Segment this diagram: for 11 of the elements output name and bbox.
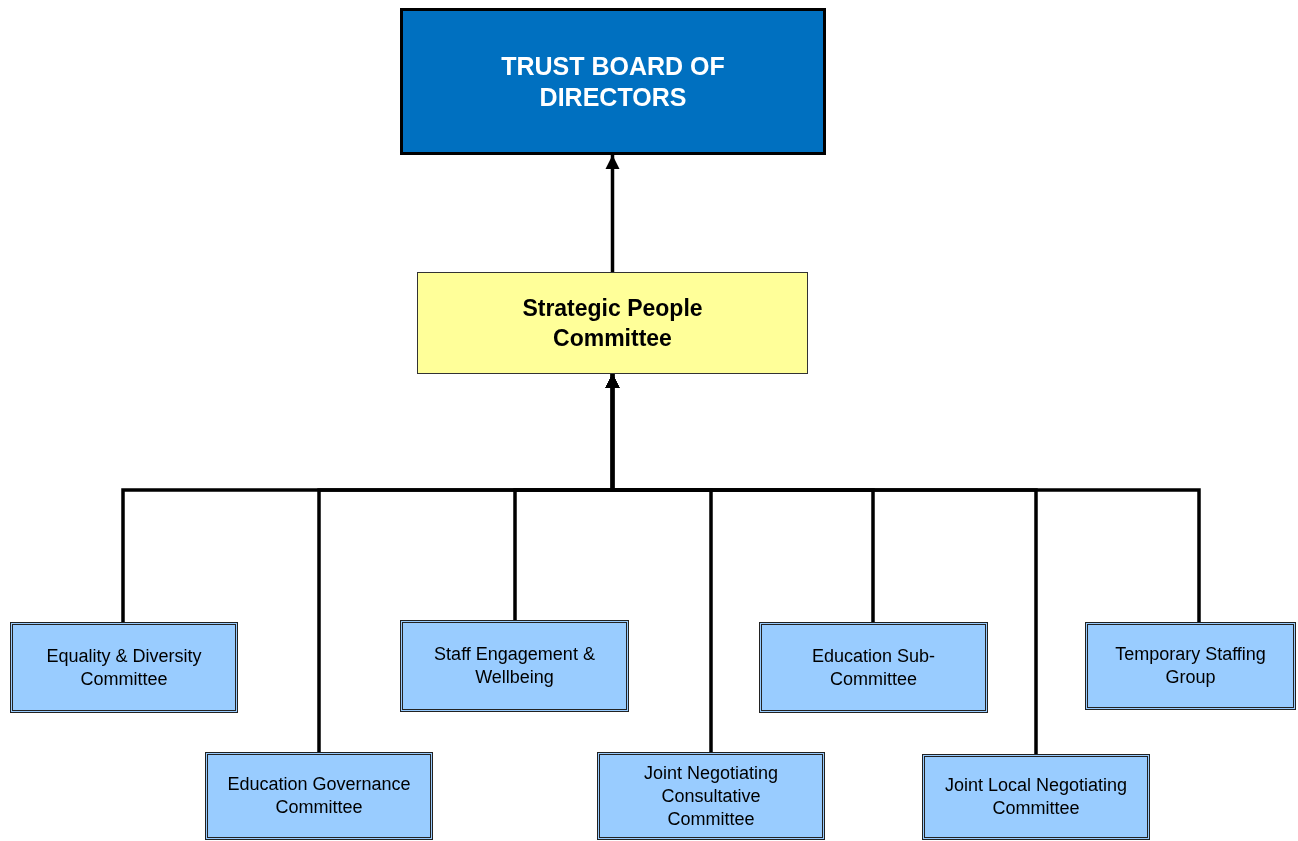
connector-arrow [605,155,620,272]
committee-box: Equality & Diversity Committee [10,622,238,713]
connector-arrow [605,374,1201,622]
committee-box: Education Sub-Committee [759,622,988,713]
committee-box: Temporary Staffing Group [1085,622,1296,710]
committee-box: Joint Local Negotiating Committee [922,754,1150,840]
board-box: TRUST BOARD OF DIRECTORS [400,8,826,155]
committee-box: Strategic People Committee [417,272,808,374]
committee-box: Joint Negotiating Consultative Committee [597,752,825,840]
committee-box: Staff Engagement & Wellbeing [400,620,629,712]
committee-box: Education Governance Committee [205,752,433,840]
